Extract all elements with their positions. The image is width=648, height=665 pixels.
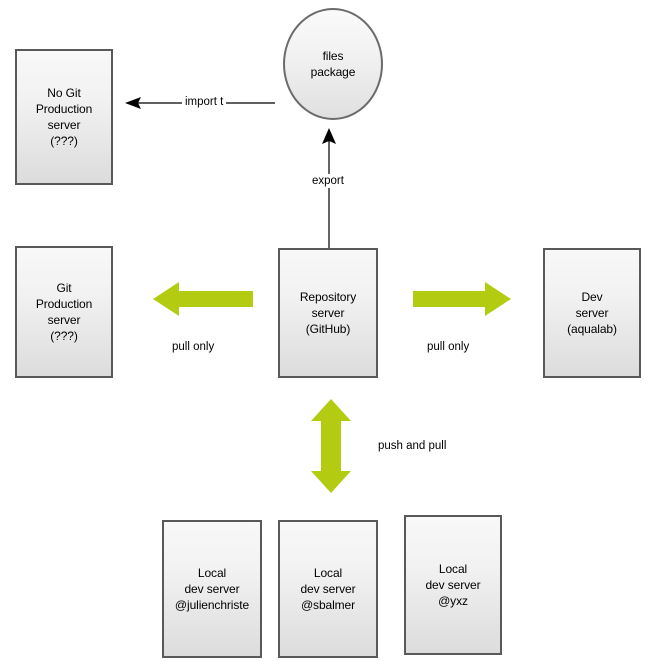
node-local-dev-server-2-label: Local dev server @sbalmer (300, 566, 356, 612)
arrow-pull-only-right (413, 282, 511, 316)
arrow-pull-only-left (153, 282, 253, 316)
node-local-dev-server-2[interactable]: Local dev server @sbalmer (278, 520, 378, 658)
node-local-dev-server-1-label: Local dev server @julienchriste (174, 566, 250, 612)
node-dev-server-label: Dev server (aqualab) (567, 290, 617, 336)
node-no-git-production-server[interactable]: No Git Production server (???) (15, 49, 113, 185)
node-git-production-server-label: Git Production server (???) (35, 281, 93, 343)
edge-export-line (322, 128, 336, 250)
node-dev-server[interactable]: Dev server (aqualab) (543, 248, 641, 378)
node-local-dev-server-3[interactable]: Local dev server @yxz (404, 515, 502, 655)
arrow-pull-only-right-label: pull only (427, 341, 470, 353)
node-no-git-production-server-label: No Git Production server (???) (35, 86, 93, 148)
arrow-pull-only-left-label: pull only (172, 341, 215, 353)
node-repository-server[interactable]: Repository server (GitHub) (278, 248, 378, 378)
node-files-package[interactable]: files package (283, 8, 383, 120)
node-git-production-server[interactable]: Git Production server (???) (15, 246, 113, 378)
node-local-dev-server-3-label: Local dev server @yxz (425, 562, 481, 608)
arrow-push-and-pull (311, 399, 351, 493)
node-files-package-label: files package (310, 49, 356, 79)
node-local-dev-server-1[interactable]: Local dev server @julienchriste (162, 520, 262, 658)
arrow-push-and-pull-label: push and pull (378, 440, 447, 452)
node-repository-server-label: Repository server (GitHub) (299, 290, 357, 336)
edge-export-label: export (309, 174, 347, 188)
edge-import-label: import t (182, 95, 227, 109)
